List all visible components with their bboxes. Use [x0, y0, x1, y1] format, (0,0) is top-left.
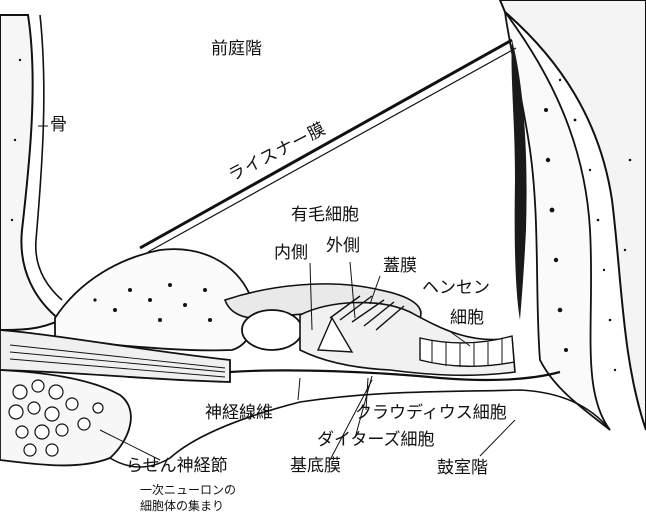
label-tectorial-membrane: 蓋膜 [383, 258, 417, 275]
label-spiral-ganglion: らせん神経節 [126, 458, 228, 475]
label-basilar-membrane: 基底膜 [290, 458, 341, 475]
label-inner: 内側 [274, 245, 308, 262]
label-ganglion-note-line2: 細胞体の集まり [140, 500, 224, 512]
left-bony-wall [0, 15, 60, 330]
label-scala-tympani: 鼓室階 [437, 460, 488, 477]
label-bone: 骨 [50, 117, 67, 134]
label-claudius-cells: クラウディウス細胞 [355, 405, 507, 422]
bone-inner-edge [36, 15, 62, 300]
label-deiters-cells: ダイターズ細胞 [317, 432, 434, 449]
label-hensen-line1: ヘンセン [422, 280, 490, 297]
label-ganglion-note-line1: 一次ニューロンの [140, 484, 236, 496]
inner-sulcus [242, 310, 302, 350]
label-nerve-fibers: 神経線維 [205, 405, 273, 422]
label-outer: 外側 [326, 238, 360, 255]
label-scala-vestibuli: 前庭階 [211, 41, 262, 58]
label-hensen-line2: 細胞 [450, 310, 484, 327]
label-hair-cells: 有毛細胞 [291, 207, 359, 224]
